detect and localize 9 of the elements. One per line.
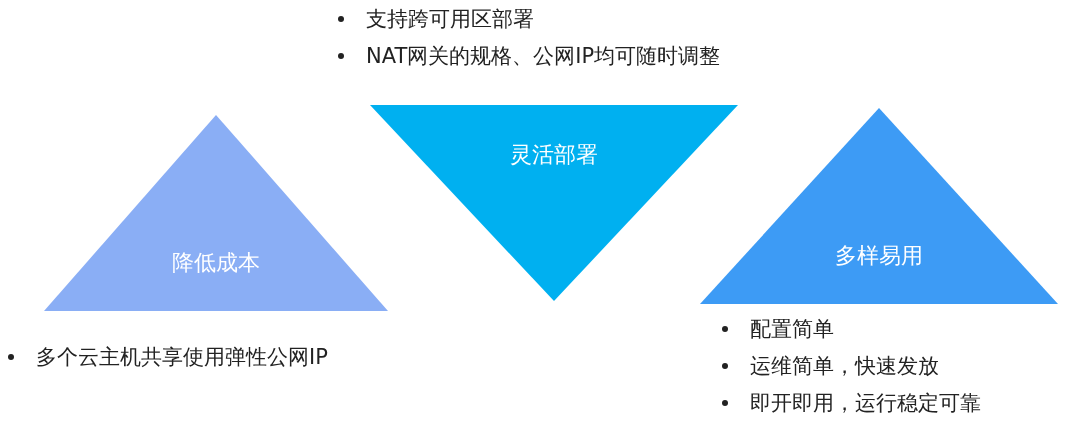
bullet-text: 即开即用，运行稳定可靠 [750, 390, 981, 417]
node-label: 灵活部署 [510, 141, 598, 169]
bullet-text: 运维简单，快速发放 [750, 353, 939, 380]
node-label: 降低成本 [172, 249, 260, 277]
bullet-text: NAT网关的规格、公网IP均可随时调整 [366, 43, 721, 70]
node-label: 多样易用 [835, 242, 923, 270]
bullet-text: 配置简单 [750, 316, 834, 343]
bullet-text: 支持跨可用区部署 [366, 6, 534, 33]
bullet-text: 多个云主机共享使用弹性公网IP [36, 344, 328, 371]
